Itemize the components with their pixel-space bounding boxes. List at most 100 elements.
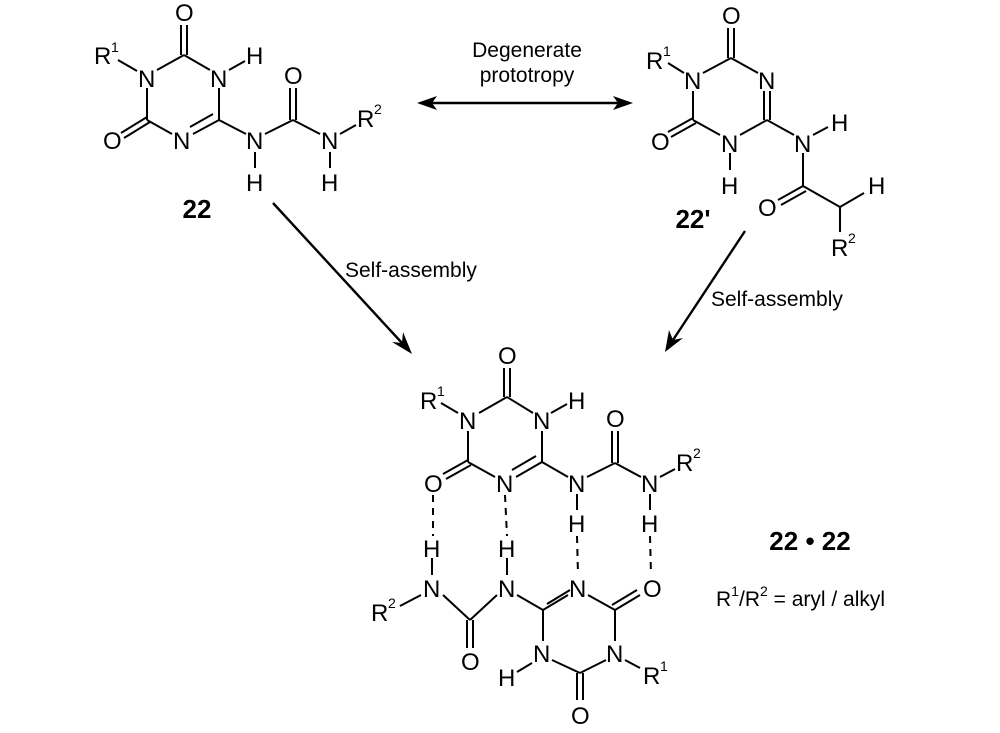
bond xyxy=(667,62,685,74)
bond xyxy=(739,119,768,136)
bond xyxy=(579,659,607,674)
arrowhead-icon xyxy=(392,332,412,354)
self-assembly-label-left: Self-assembly xyxy=(345,259,477,282)
atom-H: H xyxy=(721,173,738,200)
equilibrium-label-line2: prototropy xyxy=(480,64,575,87)
arrow-shaft xyxy=(272,202,403,344)
atom-O: O xyxy=(571,703,590,730)
note-r2-sup: 2 xyxy=(760,583,768,599)
atom-O: O xyxy=(175,0,194,27)
note-r2: R xyxy=(745,588,760,611)
bond xyxy=(442,594,471,621)
atom-O: O xyxy=(651,129,670,156)
atom-H: H xyxy=(246,43,263,70)
atom-R: R xyxy=(676,450,693,477)
arrow-shaft xyxy=(671,230,747,341)
atom-H: H xyxy=(568,511,585,538)
atom-N: N xyxy=(641,471,658,498)
atom-R: R xyxy=(420,388,437,415)
bond xyxy=(445,464,472,480)
arrowhead-right-icon xyxy=(613,96,633,110)
bond xyxy=(586,462,616,478)
bond xyxy=(339,124,357,135)
atom-O: O xyxy=(643,576,662,603)
atom-N: N xyxy=(138,66,155,93)
atom-O: O xyxy=(103,128,122,155)
atom-N: N xyxy=(758,68,775,95)
bond xyxy=(117,59,138,72)
bond xyxy=(478,396,508,414)
atom-H: H xyxy=(868,173,885,200)
atom-superscript: 2 xyxy=(848,230,856,246)
atom-N: N xyxy=(321,128,338,155)
self-assembly-label-right: Self-assembly xyxy=(711,288,843,311)
compound-label-dimer: 22 • 22 xyxy=(769,526,850,556)
self-assembly-arrow-right: Self-assembly xyxy=(665,230,843,352)
atom-O: O xyxy=(606,406,625,433)
atom-N: N xyxy=(210,66,227,93)
atom-N: N xyxy=(496,471,513,498)
atom-R: R xyxy=(357,106,374,133)
atom-H: H xyxy=(321,170,338,197)
atom-O: O xyxy=(722,3,741,30)
atom-N: N xyxy=(606,641,623,668)
atom-H: H xyxy=(568,388,585,415)
atom-N: N xyxy=(533,408,550,435)
substituent-note: R1/R2 = aryl / alkyl xyxy=(716,583,885,611)
bond xyxy=(442,459,469,475)
note-r1-sup: 1 xyxy=(731,583,739,599)
bond xyxy=(802,185,841,208)
atom-O: O xyxy=(461,649,480,676)
atom-N: N xyxy=(569,576,586,603)
hydrogen-bond xyxy=(504,494,508,537)
bond xyxy=(506,396,534,414)
atom-R: R xyxy=(94,43,111,70)
equilibrium-arrow: Degenerate prototropy xyxy=(417,39,633,110)
bond xyxy=(515,461,543,478)
atom-O: O xyxy=(424,471,443,498)
bond xyxy=(670,122,697,138)
bond xyxy=(516,662,533,673)
bond xyxy=(542,594,569,611)
bond xyxy=(777,185,804,201)
atom-O: O xyxy=(498,343,517,370)
bond xyxy=(780,190,807,206)
note-slash: / xyxy=(739,588,745,611)
bond xyxy=(766,119,795,136)
atom-N: N xyxy=(568,471,585,498)
atom-R: R xyxy=(643,663,660,690)
bond xyxy=(667,117,694,133)
atom-N: N xyxy=(459,408,476,435)
equilibrium-label-line1: Degenerate xyxy=(472,39,582,62)
atom-superscript: 2 xyxy=(374,101,382,117)
bond xyxy=(192,119,220,135)
bond xyxy=(702,57,732,74)
bond xyxy=(516,594,544,611)
bond xyxy=(228,60,246,71)
bond xyxy=(546,589,571,605)
atom-N: N xyxy=(423,576,440,603)
bond xyxy=(399,594,422,607)
compound-22-prime: O R 1 N N O N H N H O H R 2 22' xyxy=(646,3,885,262)
atom-N: N xyxy=(721,131,738,158)
atom-superscript: 1 xyxy=(437,383,445,399)
bond xyxy=(511,455,537,471)
self-assembly-arrow-left: Self-assembly xyxy=(272,202,477,354)
bond xyxy=(120,116,148,134)
bond xyxy=(611,589,638,606)
hydrogen-bond xyxy=(649,535,652,576)
atom-N: N xyxy=(246,128,263,155)
atom-superscript: 2 xyxy=(693,445,701,461)
bond xyxy=(614,594,641,611)
atom-N: N xyxy=(684,68,701,95)
hydrogen-bond xyxy=(576,535,579,576)
atom-R: R xyxy=(646,48,663,75)
bond xyxy=(292,119,321,135)
atom-N: N xyxy=(533,641,550,668)
atom-H: H xyxy=(498,536,515,563)
atom-H: H xyxy=(831,110,848,137)
compound-label-22: 22 xyxy=(183,194,212,224)
atom-superscript: 1 xyxy=(663,43,671,59)
compound-22: O R 1 N N H O N N H O N H R 2 22 xyxy=(94,0,382,224)
